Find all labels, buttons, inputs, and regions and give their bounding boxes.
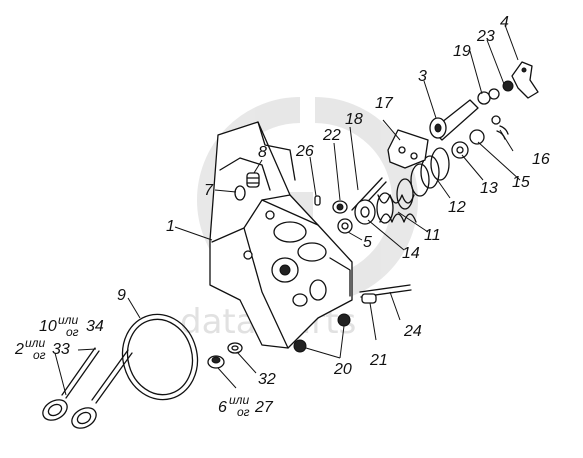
label-6: 6 xyxy=(218,399,227,416)
bushing-5-part xyxy=(337,218,353,234)
label-19: 19 xyxy=(453,43,471,60)
label-15: 15 xyxy=(512,174,530,191)
rocker-3-part xyxy=(429,99,479,141)
valve-10-part xyxy=(71,349,133,429)
label-16: 16 xyxy=(532,151,550,168)
valve-seal-part xyxy=(207,355,225,369)
label-14: 14 xyxy=(402,245,420,262)
label-2-or-prefix: ог xyxy=(33,348,46,362)
nuts-20-part xyxy=(293,313,351,353)
label-17: 17 xyxy=(375,95,394,112)
label-10-or: или xyxy=(58,313,78,327)
label-21: 21 xyxy=(369,352,388,369)
leader-lines xyxy=(54,24,521,396)
label-22: 22 xyxy=(322,127,341,144)
label-12: 12 xyxy=(448,199,466,216)
label-13: 13 xyxy=(480,180,498,197)
label-2-or: или xyxy=(25,336,45,350)
label-4: 4 xyxy=(500,14,509,31)
cylinder-head-part xyxy=(209,121,353,349)
spring-seat-14-part xyxy=(354,199,376,225)
label-20: 20 xyxy=(333,361,352,378)
valve-2-part xyxy=(42,347,100,421)
label-26: 26 xyxy=(295,143,314,160)
nut-23-part xyxy=(502,80,514,92)
spring-12-part xyxy=(410,147,450,197)
label-6-alt: 27 xyxy=(254,399,274,416)
gasket-ring-part xyxy=(121,313,199,401)
washer-13-part xyxy=(451,141,469,159)
shaft-19-part xyxy=(477,88,500,105)
label-23: 23 xyxy=(476,28,495,45)
keeper-16-part xyxy=(496,125,509,140)
plug-7-part xyxy=(234,185,246,201)
nut-22-part xyxy=(332,200,348,214)
rocker-bracket-17-part xyxy=(387,129,429,169)
label-7: 7 xyxy=(204,182,214,199)
spring-11-part xyxy=(376,178,417,224)
label-24: 24 xyxy=(403,323,422,340)
label-11: 11 xyxy=(424,227,441,244)
label-10-or-prefix: ог xyxy=(66,325,79,339)
rocker-arm-4-part xyxy=(511,61,539,99)
label-2-alt: 33 xyxy=(52,341,70,358)
label-10-alt: 34 xyxy=(86,318,104,335)
label-1: 1 xyxy=(166,218,175,235)
dowel-26-part xyxy=(314,195,321,206)
pin-21-part xyxy=(361,293,377,304)
label-32: 32 xyxy=(258,371,276,388)
label-6-or-prefix: ог xyxy=(237,405,250,419)
label-3: 3 xyxy=(418,68,427,85)
label-5: 5 xyxy=(363,234,372,251)
label-8: 8 xyxy=(258,144,267,161)
label-9: 9 xyxy=(117,287,126,304)
label-18: 18 xyxy=(345,111,363,128)
label-10: 10 xyxy=(39,318,57,335)
callout-labels: 1 3 4 5 7 8 9 11 12 13 14 15 16 17 18 19… xyxy=(14,14,550,419)
plug-8-part xyxy=(246,172,260,188)
label-2: 2 xyxy=(14,341,24,358)
label-6-or: или xyxy=(229,393,249,407)
washer-32-part xyxy=(227,342,243,354)
cap-15-part xyxy=(469,129,485,145)
ring-small-part xyxy=(491,115,501,125)
